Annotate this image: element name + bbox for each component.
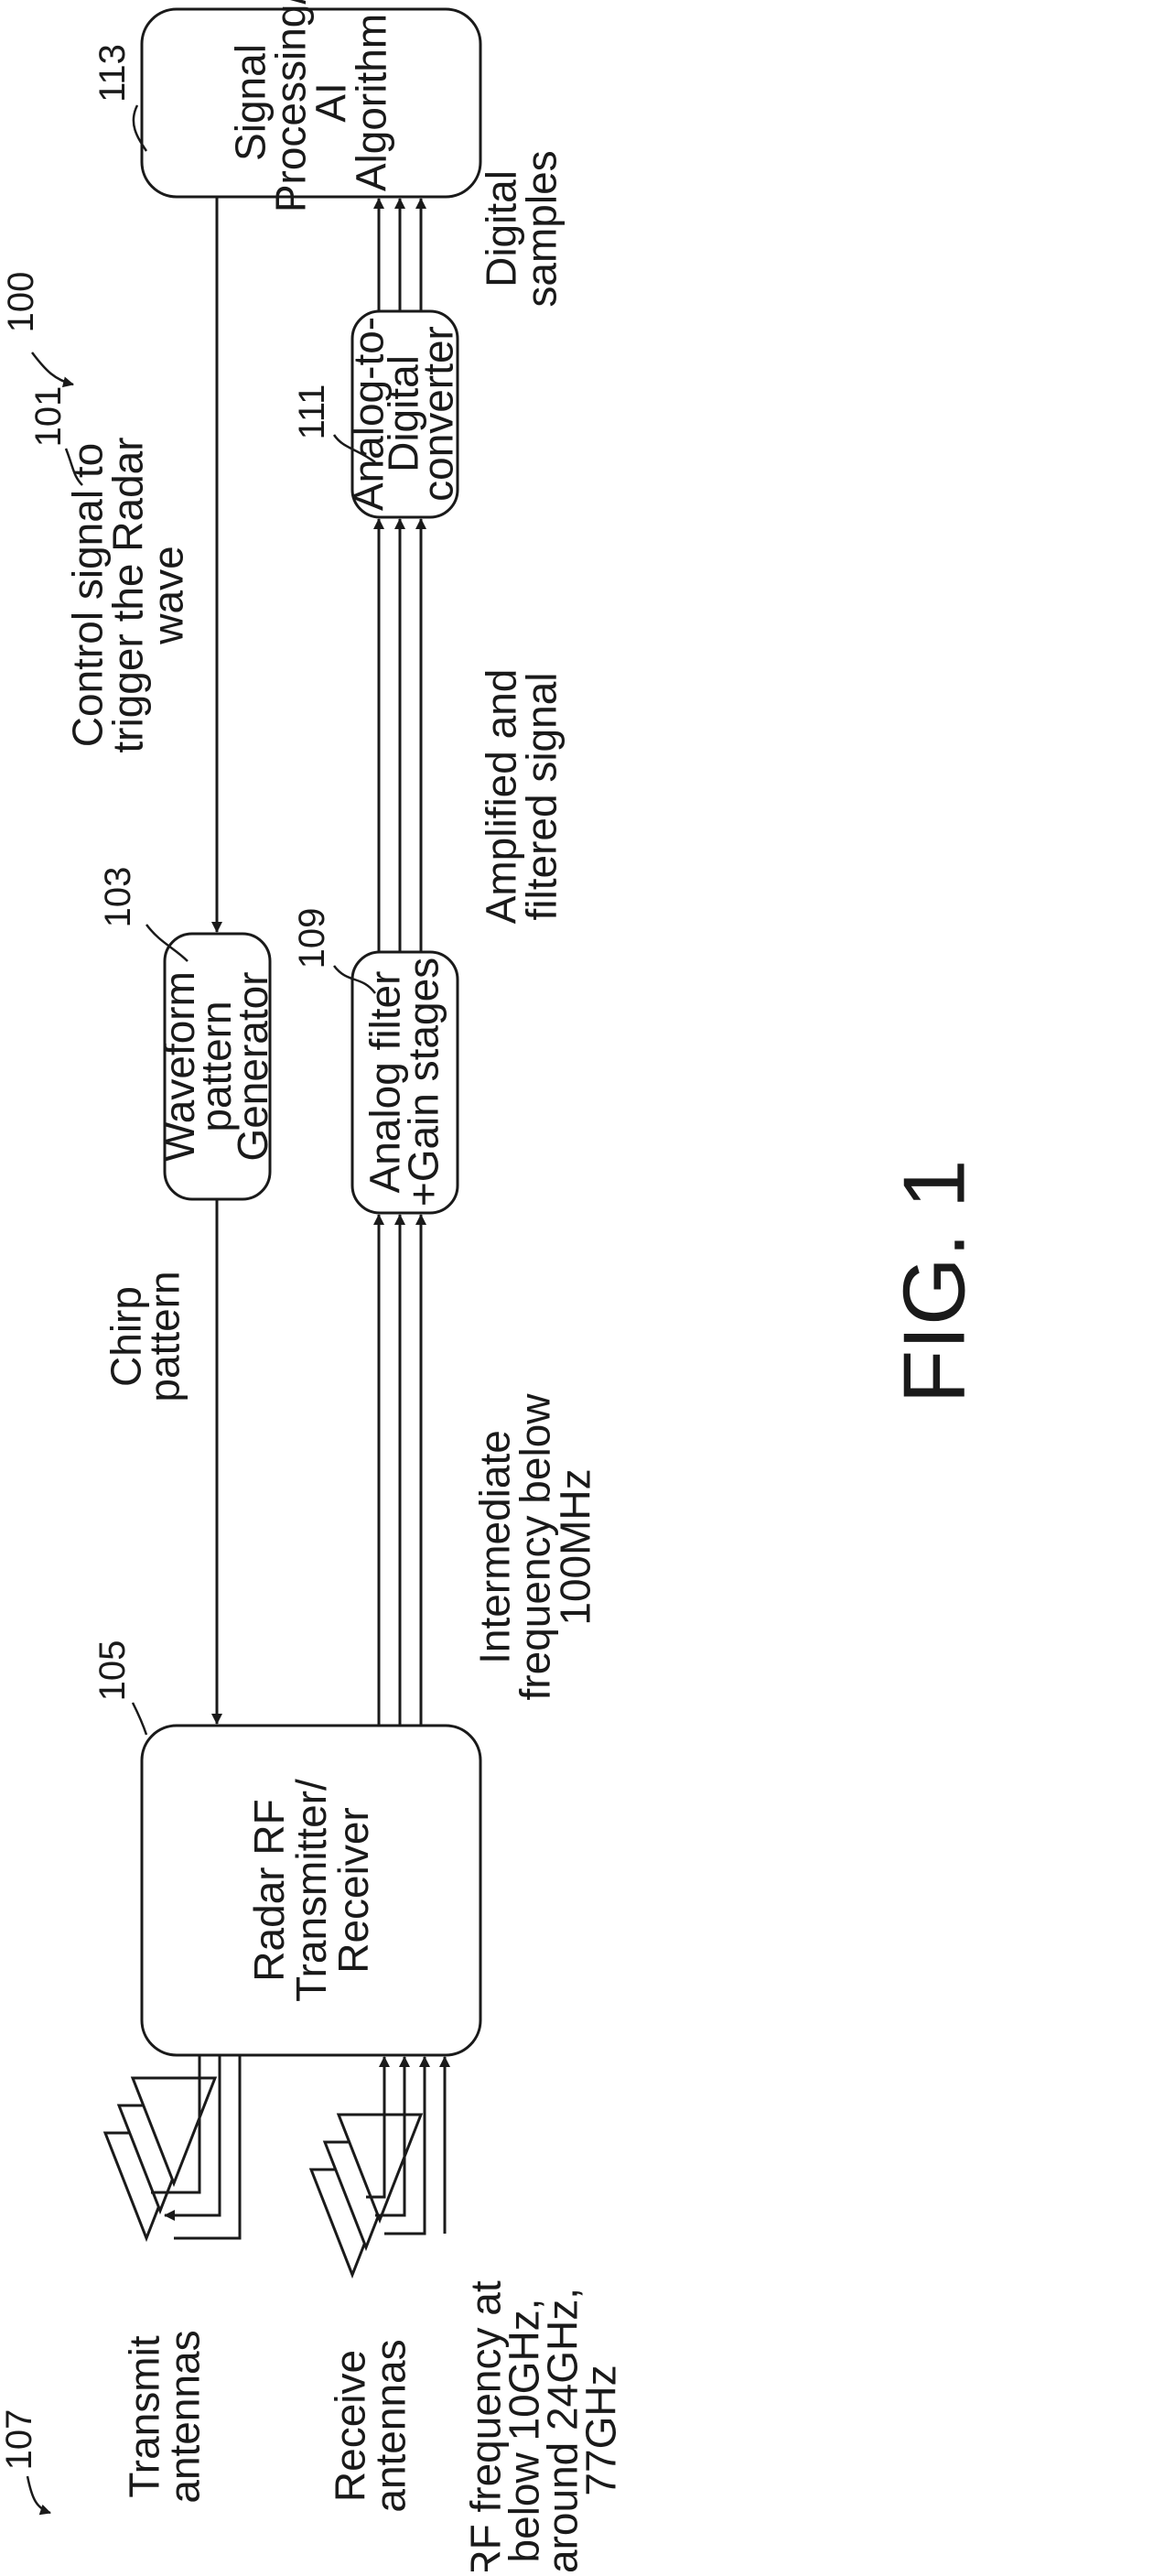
waveform-generator-label-line: Generator xyxy=(229,971,276,1161)
ref-101: 101 xyxy=(28,386,69,448)
analog-filter-label: Analog filter+Gain stages xyxy=(361,958,447,1207)
radar-rf-label: Radar RFTransmitter/Receiver xyxy=(245,1779,377,2002)
ref-109-line: 109 xyxy=(292,908,332,969)
chirp-pattern-text: Chirppattern xyxy=(102,1271,189,1402)
if-signal-arrows xyxy=(379,1215,421,1726)
ref-111-line: 111 xyxy=(292,384,332,440)
receive-antennas-text-line: antennas xyxy=(366,2339,414,2512)
chirp-pattern-text-line: pattern xyxy=(141,1271,189,1402)
rf-frequency-text: RF frequency atbelow 10GHz,around 24GHz,… xyxy=(462,2280,625,2571)
ref-107: 107 xyxy=(0,2409,39,2471)
radar-rf-label-line: Radar RF xyxy=(245,1799,293,1981)
ref-107-line: 107 xyxy=(0,2409,39,2471)
ref-103-line: 103 xyxy=(98,867,138,928)
ref-111: 111 xyxy=(292,384,332,440)
receive-antennas-text: Receiveantennas xyxy=(326,2339,414,2512)
intermediate-frequency-text-line: 100MHz xyxy=(551,1468,598,1625)
ref-100: 100 xyxy=(1,272,41,333)
intermediate-frequency-text: Intermediatefrequency below100MHz xyxy=(470,1393,598,1701)
control-signal-text-line: wave xyxy=(144,546,191,644)
amplified-signal-text: Amplified andfiltered signal xyxy=(477,669,565,925)
digital-samples-arrows xyxy=(379,199,421,311)
ref-105-line: 105 xyxy=(92,1640,133,1702)
ref-113: 113 xyxy=(92,44,133,103)
ref-109: 109 xyxy=(292,908,332,969)
transmit-antennas-text-line: antennas xyxy=(160,2330,208,2503)
radar-rf-label-line: Transmitter/ xyxy=(287,1779,335,2002)
signal-processing-label-line: Algorithm xyxy=(347,14,394,191)
ref-107-arrow xyxy=(27,2476,50,2513)
radar-rf-label-line: Receiver xyxy=(329,1807,377,1974)
analog-filter-label-line: +Gain stages xyxy=(400,958,447,1207)
transmit-antennas-text: Transmitantennas xyxy=(120,2330,208,2503)
adc-label-line: converter xyxy=(414,326,461,502)
control-signal-text: Control signal totrigger the Radarwave xyxy=(63,437,191,752)
amplified-signal-text-line: filtered signal xyxy=(517,672,565,920)
ref-105: 105 xyxy=(92,1640,133,1702)
amplified-signal-arrows xyxy=(379,519,421,952)
ref-100-arrow xyxy=(32,352,73,384)
ref-100-line: 100 xyxy=(1,272,41,333)
ref-113-line: 113 xyxy=(92,44,133,103)
digital-samples-text: Digitalsamples xyxy=(477,150,565,307)
ref-103: 103 xyxy=(98,867,138,928)
figure-label-line: FIG. 1 xyxy=(886,1160,984,1404)
rf-frequency-text-line: 77GHz xyxy=(577,2365,625,2495)
ref-101-line: 101 xyxy=(28,386,69,448)
figure-label: FIG. 1 xyxy=(886,1160,984,1404)
ref-105-leader xyxy=(133,1703,146,1735)
digital-samples-text-line: samples xyxy=(517,150,565,307)
